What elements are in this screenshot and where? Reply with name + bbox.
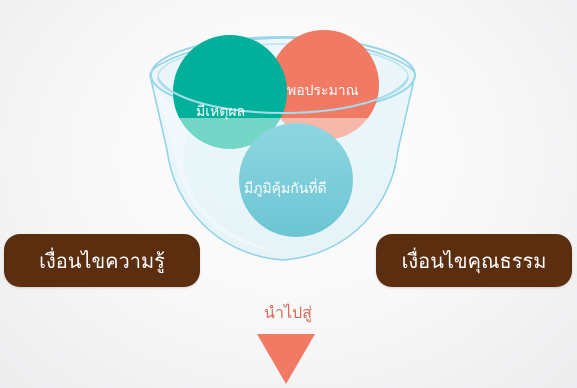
down-arrow-icon	[257, 334, 315, 384]
bowl-rim-front	[157, 77, 409, 115]
circle-reasonable	[173, 35, 287, 118]
circle-label-moderation: พอประมาณ	[287, 83, 359, 99]
circle-label-reasonable: มีเหตุผล	[196, 104, 246, 120]
circle-immunity	[239, 123, 353, 237]
leads-to-label: นำไปสู่	[264, 303, 312, 322]
circle-moderation	[269, 30, 379, 118]
circle-label-immunity: มีภูมิคุ้มกันที่ดี	[244, 181, 327, 197]
morality-condition-badge: เงื่อนไขคุณธรรม	[376, 234, 572, 287]
knowledge-condition-badge: เงื่อนไขความรู้	[4, 234, 200, 287]
